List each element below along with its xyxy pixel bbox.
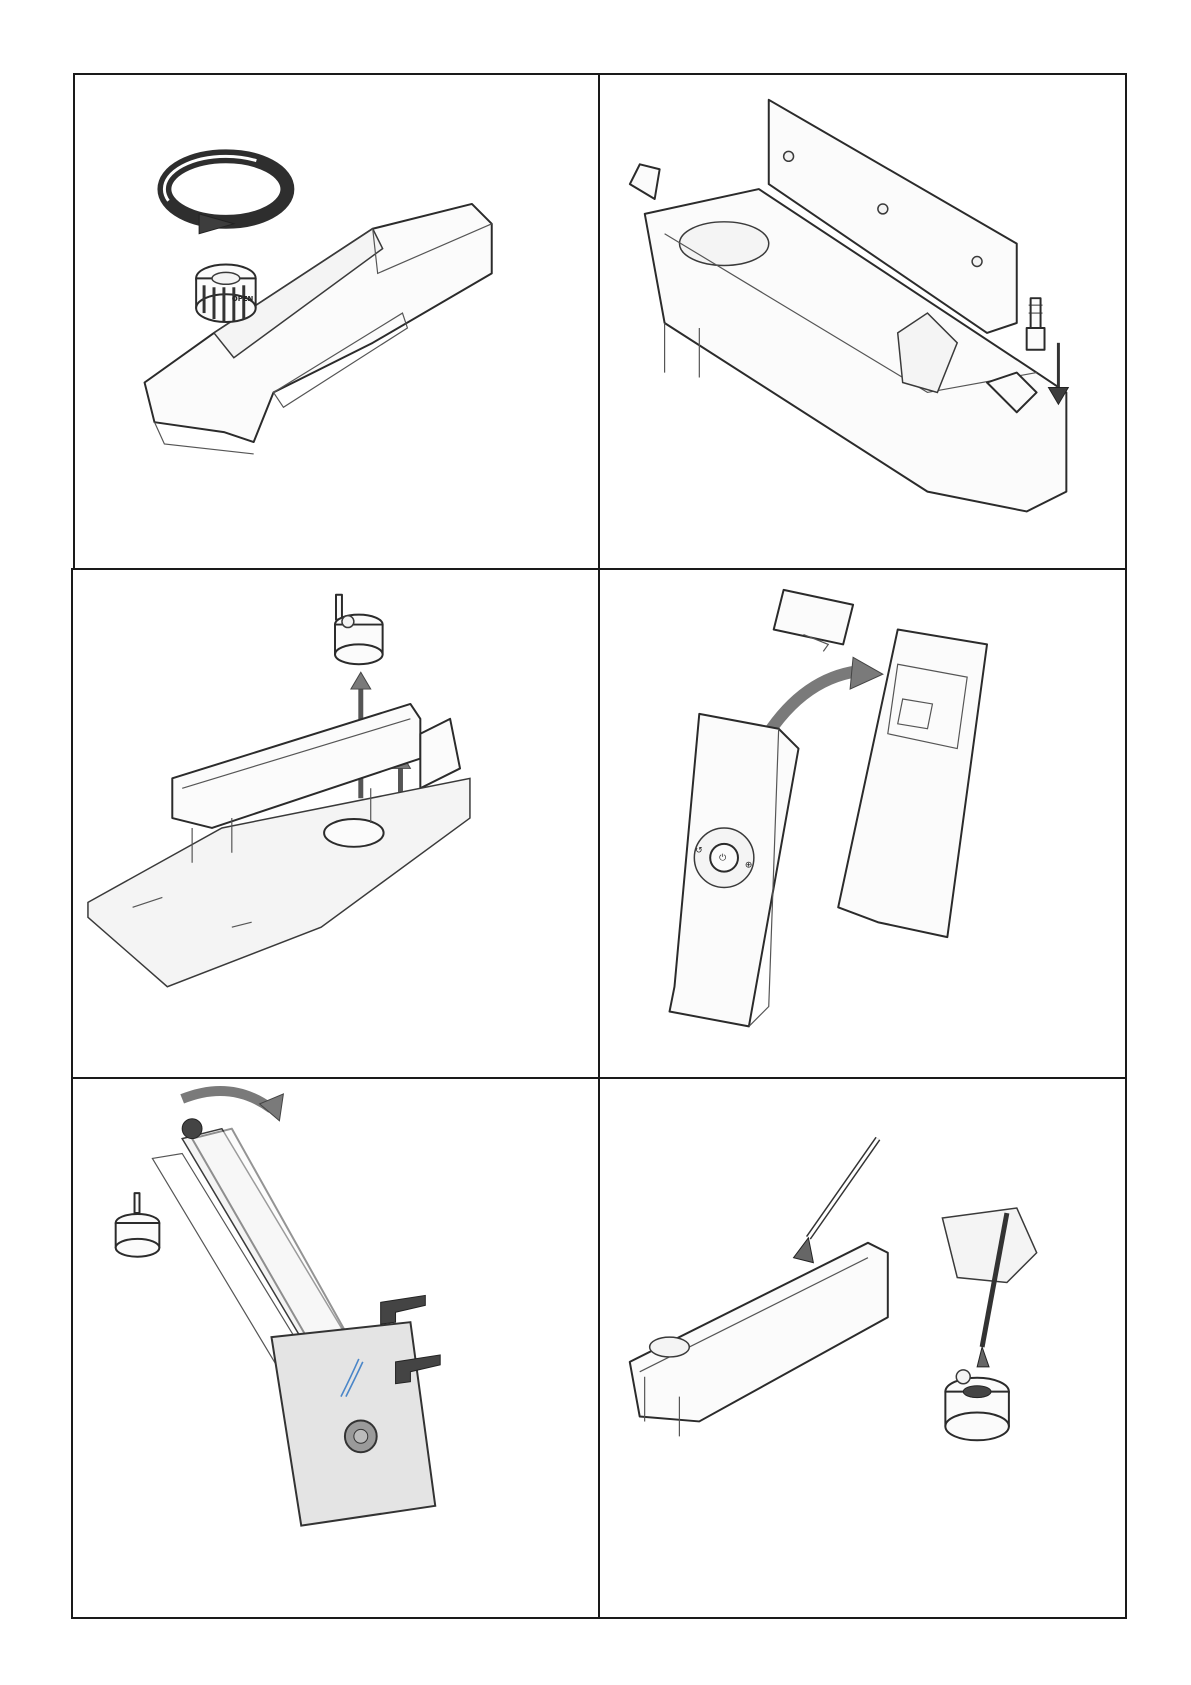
cap-open-text: OPEN <box>232 295 254 303</box>
tank-cap-illustration: OPEN <box>75 75 598 568</box>
hand-brush-icon <box>942 1208 1036 1367</box>
mode-symbol: ↺ <box>695 846 702 856</box>
brush-clean-illustration <box>600 1079 1125 1617</box>
panel-step-4: ⏻ ↺ ⊕ <box>598 568 1127 1079</box>
rotate-arrow-icon <box>164 156 287 233</box>
faucet-top <box>381 1295 426 1324</box>
open-unit-illustration <box>600 75 1125 568</box>
panel-step-1: OPEN <box>73 73 600 570</box>
front-cover: ⏻ ↺ ⊕ <box>670 714 799 1027</box>
cable-plug-icon <box>1027 298 1045 350</box>
panel-step-3 <box>71 568 600 1079</box>
tilt-arrow-icon <box>182 1091 283 1121</box>
panel-step-5 <box>71 1077 600 1619</box>
empty-tank-illustration <box>73 1079 598 1617</box>
panel-step-6 <box>598 1077 1127 1619</box>
float-component-icon-2 <box>116 1193 160 1257</box>
left-handle <box>630 164 660 199</box>
transducer-icon <box>945 1370 1009 1440</box>
power-symbol: ⏻ <box>719 853 726 864</box>
small-cover-plate <box>774 590 853 645</box>
tank-cap: OPEN <box>196 264 256 322</box>
mist-symbol: ⊕ <box>745 861 752 871</box>
float-component-icon <box>335 595 383 664</box>
remove-cover-illustration: ⏻ ↺ ⊕ <box>600 570 1125 1077</box>
panel-step-2 <box>598 73 1127 570</box>
remove-float-illustration <box>73 570 598 1077</box>
